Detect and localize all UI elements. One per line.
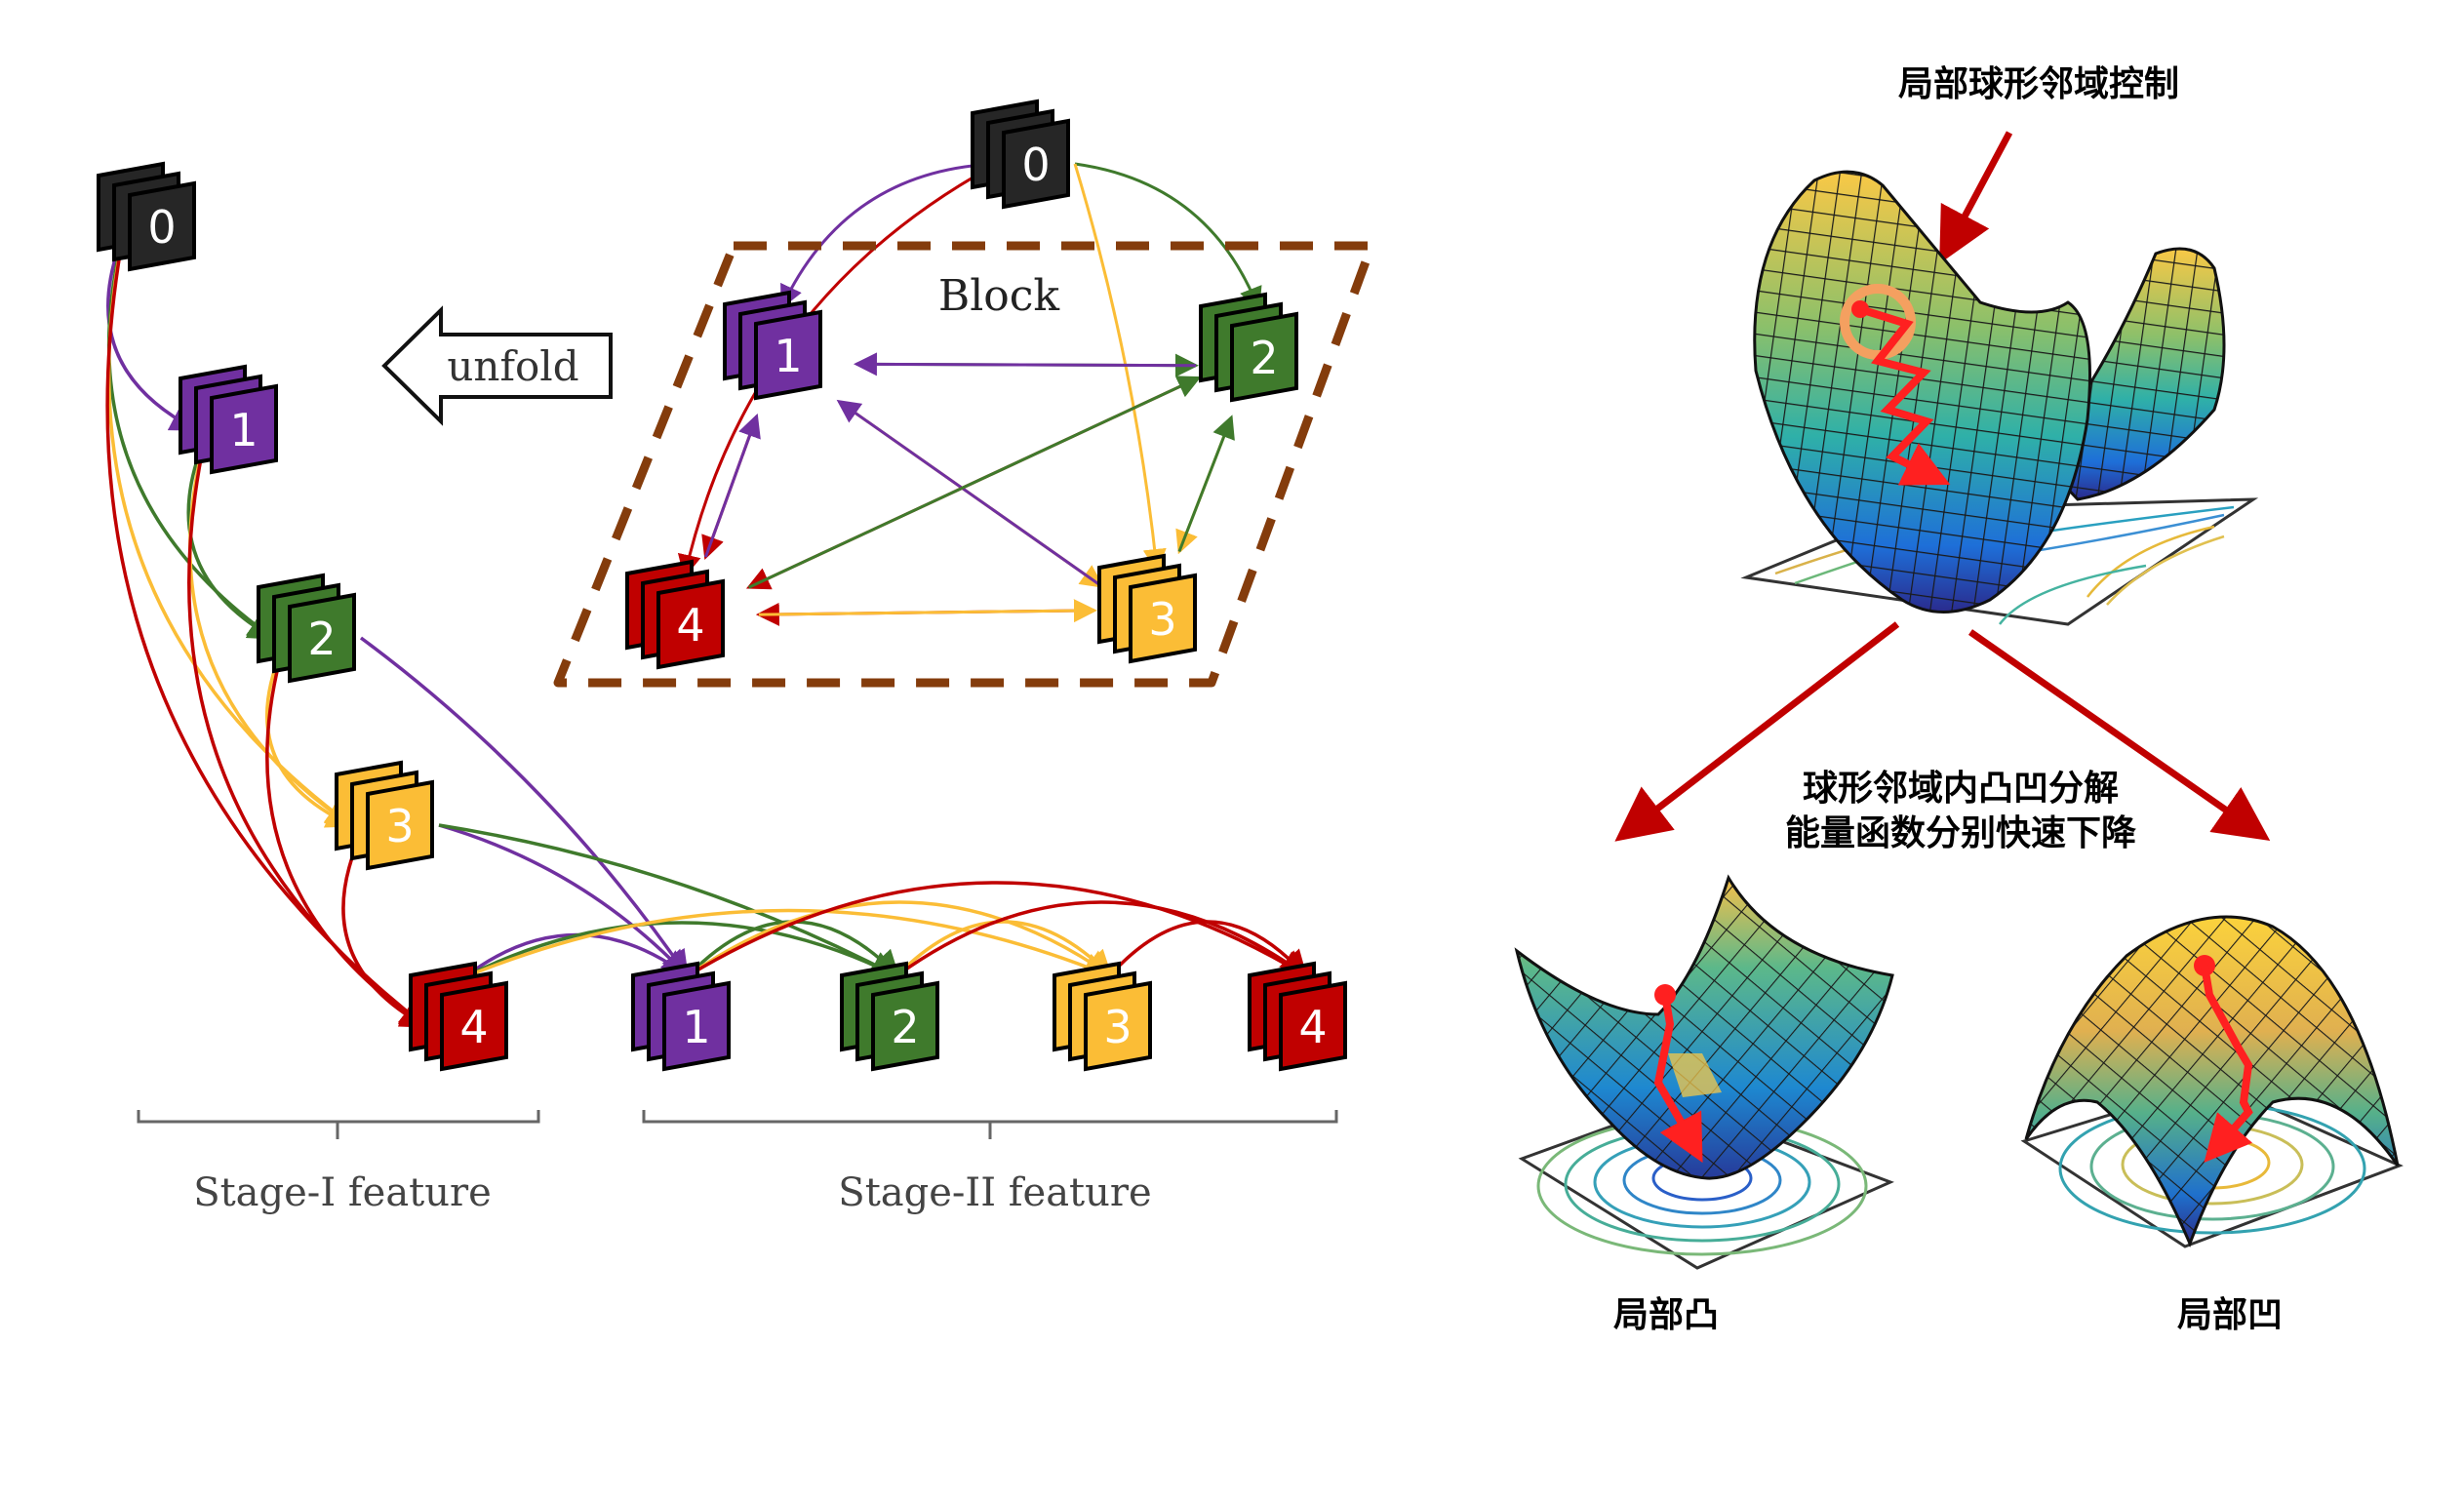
- feature-node-label: 1: [682, 1001, 710, 1053]
- edge-b4-to-b1: [703, 413, 761, 558]
- edge-v3-to-v4: [1108, 920, 1308, 978]
- feature-map-card: [1279, 980, 1347, 1072]
- feature-map-card: [1002, 118, 1070, 210]
- feature-node-v4: 4: [1248, 961, 1347, 1072]
- unfold-arrow: unfold: [381, 305, 613, 426]
- densenet-diagram: Block unfold 0 1 2 3 4 0 1 2 3 4 1 2 3 4 Stage-I feat…: [97, 99, 1376, 1215]
- block-edges: [677, 162, 1262, 626]
- edge-v1-to-v4: [688, 881, 1309, 977]
- feature-map-card: [662, 980, 731, 1072]
- feature-map-card: [1230, 311, 1298, 403]
- feature-node-label: 4: [676, 599, 704, 652]
- stage2-brace: [642, 1110, 1338, 1139]
- feature-map-card: [754, 309, 822, 401]
- feature-map-card: [656, 578, 725, 670]
- optimization-illustration: 局部球形邻域控制: [1514, 64, 2404, 1335]
- feature-node-label: 2: [307, 613, 336, 665]
- title-arrow: [1939, 131, 2013, 264]
- convex-bowl-surface: [1514, 874, 1894, 1270]
- feature-node-label: 1: [229, 404, 258, 456]
- edge-u4-to-v3: [463, 908, 1112, 979]
- feature-map-card: [1129, 573, 1197, 664]
- edge-u1-to-u4: [187, 438, 428, 1029]
- feature-node-label: 3: [1103, 1001, 1132, 1053]
- edge-b0-to-b3: [1073, 163, 1167, 573]
- edge-u4-to-v2: [463, 921, 899, 979]
- edge-u0-to-u3: [106, 235, 354, 828]
- edge-b0-to-b2: [1074, 162, 1262, 311]
- concave-label: 局部凹: [2177, 1295, 2283, 1335]
- feature-node-label: 2: [1250, 332, 1278, 384]
- feature-node-b2: 2: [1199, 292, 1298, 403]
- zigzag-descent-path: [1858, 305, 1951, 486]
- edge-u2-to-u3: [265, 647, 355, 828]
- edge-u1-to-u2: [186, 438, 277, 640]
- feature-node-v2: 2: [840, 961, 939, 1072]
- feature-node-u4: 4: [409, 961, 508, 1072]
- feature-node-label: 0: [147, 201, 176, 254]
- edge-v2-to-v3: [895, 920, 1113, 978]
- caption-line2: 能量函数分别快速下降: [1785, 813, 2136, 853]
- concave-dome-surface: [2020, 915, 2404, 1248]
- edge-v2-to-v4: [895, 900, 1308, 978]
- feature-node-b0: 0: [971, 99, 1070, 210]
- edge-b2-to-b1: [853, 352, 1196, 376]
- unfolded-edges: [105, 235, 1309, 1029]
- feature-node-b1: 1: [723, 290, 822, 401]
- feature-node-u3: 3: [335, 760, 434, 871]
- edge-u0-to-u1: [106, 235, 199, 431]
- edge-b0-to-b1: [780, 162, 998, 309]
- feature-node-u2: 2: [257, 573, 356, 684]
- edge-u3-to-v1: [438, 823, 690, 978]
- feature-map-card: [1084, 980, 1152, 1072]
- feature-node-label: 4: [459, 1001, 488, 1053]
- block-label: Block: [938, 271, 1060, 321]
- feature-node-b4: 4: [625, 559, 725, 670]
- feature-node-u1: 1: [179, 364, 278, 475]
- feature-node-label: 3: [1148, 593, 1176, 646]
- stage2-label: Stage-II feature: [838, 1170, 1151, 1215]
- stage1-label: Stage-I feature: [193, 1170, 492, 1215]
- arrow-to-convex: [1614, 621, 1900, 842]
- stage1-brace: [137, 1110, 540, 1139]
- feature-node-label: 2: [891, 1001, 919, 1053]
- convex-label: 局部凸: [1613, 1295, 1719, 1335]
- feature-node-label: 0: [1021, 139, 1050, 191]
- convex-descent-path: [1653, 994, 1703, 1164]
- feature-node-label: 3: [385, 800, 414, 852]
- feature-node-u0: 0: [97, 161, 196, 272]
- edge-v1-to-v3: [688, 900, 1113, 977]
- feature-node-label: 4: [1298, 1001, 1327, 1053]
- unfold-label: unfold: [447, 342, 578, 390]
- caption-line1: 球形邻域内凸凹分解: [1803, 769, 2119, 809]
- feature-map-card: [871, 980, 939, 1072]
- feature-map-card: [210, 383, 278, 475]
- edge-u3-to-v2: [438, 823, 899, 977]
- arrow-to-concave: [1967, 629, 2271, 842]
- edge-b4-to-b2: [748, 376, 1202, 589]
- edge-b3-to-b2: [1177, 415, 1235, 553]
- feature-map-card: [366, 779, 434, 871]
- feature-node-v3: 3: [1053, 961, 1152, 1072]
- edge-b3-to-b1: [836, 399, 1103, 588]
- feature-map-card: [440, 980, 508, 1072]
- feature-node-b3: 3: [1097, 553, 1197, 664]
- edge-v1-to-v2: [687, 920, 900, 978]
- feature-nodes: 0 1 2 3 4 0 1 2 3 4 1 2 3 4: [97, 99, 1347, 1072]
- edge-u3-to-u4: [341, 834, 429, 1028]
- edge-b4-to-b3: [758, 599, 1097, 623]
- feature-map-card: [288, 592, 356, 684]
- title-text: 局部球形邻域控制: [1898, 64, 2179, 104]
- saddle-surface: [1740, 170, 2259, 626]
- feature-node-v1: 1: [631, 961, 731, 1072]
- block-border: [553, 241, 1376, 688]
- feature-node-label: 1: [774, 330, 802, 382]
- feature-map-card: [128, 180, 196, 272]
- concave-descent-path: [2201, 965, 2253, 1164]
